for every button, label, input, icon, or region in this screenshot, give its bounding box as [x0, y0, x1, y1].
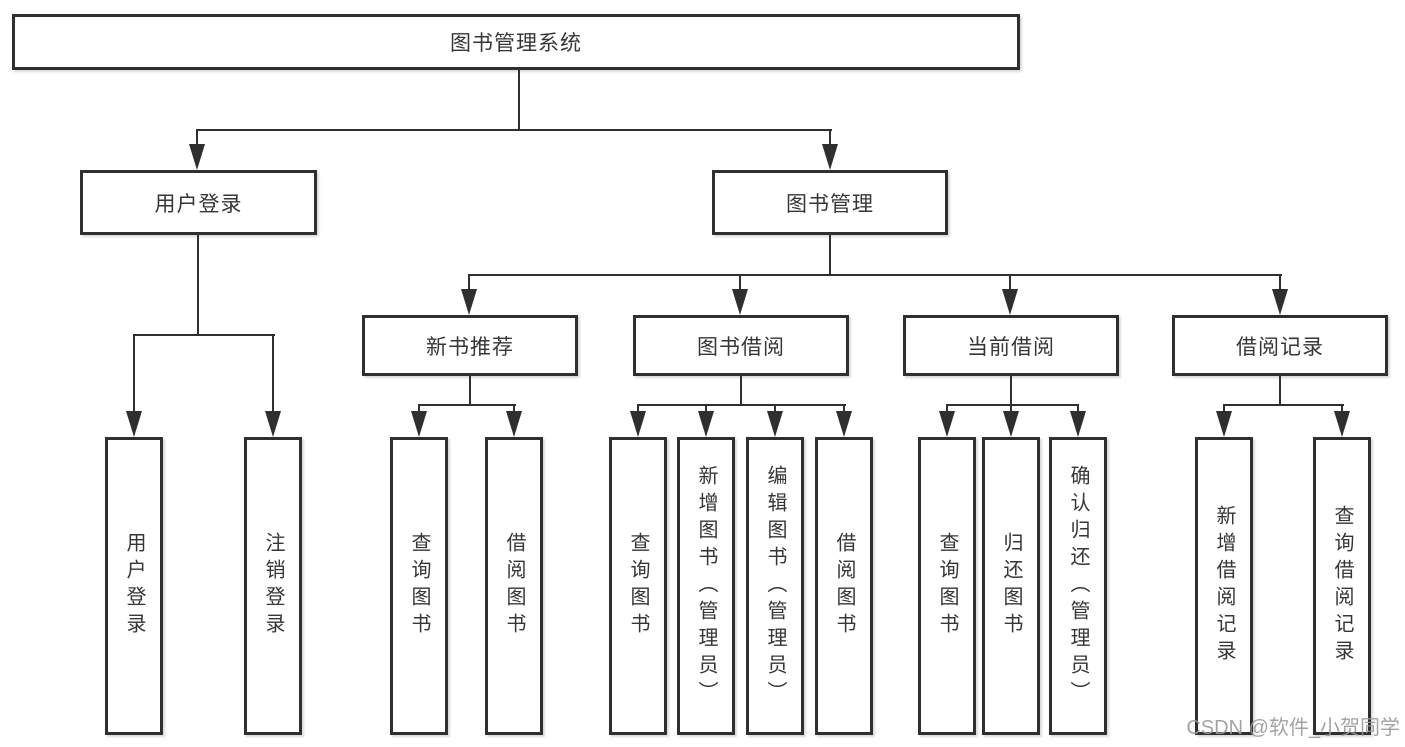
connector-root-right-stem [829, 131, 831, 146]
leaf-query-books-current: 查询图书 [918, 437, 976, 735]
arrow-down-icon [1334, 411, 1350, 437]
node-library-management-system: 图书管理系统 [12, 14, 1020, 70]
connector-bookmgmt-stem4 [1279, 276, 1281, 291]
leaf-query-books-recommend: 查询图书 [390, 437, 448, 735]
connector-borrowing-stem2 [705, 406, 707, 412]
leaf-borrow-books-borrowing-label: 借阅图书 [833, 532, 855, 640]
leaf-return-book-label: 归还图书 [1000, 532, 1022, 640]
leaf-query-books-borrowing: 查询图书 [609, 437, 667, 735]
arrow-down-icon [1216, 411, 1232, 437]
leaf-borrow-books-borrowing: 借阅图书 [815, 437, 873, 735]
arrow-down-icon [732, 289, 748, 315]
connector-recommend-hline [418, 404, 516, 406]
connector-records-vline [1279, 376, 1281, 406]
connector-bookmgmt-stem1 [468, 276, 470, 291]
connector-borrowing-hline [637, 404, 846, 406]
arrow-down-icon [506, 411, 522, 437]
connector-userlogin-stem2 [272, 336, 274, 412]
node-library-management-system-label: 图书管理系统 [450, 31, 582, 55]
node-book-borrowing-label: 图书借阅 [697, 334, 785, 359]
csdn-watermark: CSDN @软件_小贺同学 [1186, 717, 1400, 739]
connector-current-stem2 [1010, 406, 1012, 412]
node-book-management: 图书管理 [712, 170, 948, 235]
connector-userlogin-vline [197, 235, 199, 336]
connector-current-stem1 [946, 406, 948, 412]
leaf-add-book-admin-label: 新增图书（管理员） [695, 464, 717, 708]
connector-bookmgmt-hline [468, 274, 1282, 276]
node-borrowing-records: 借阅记录 [1172, 315, 1388, 376]
connector-recommend-vline [469, 376, 471, 406]
node-book-management-label: 图书管理 [786, 191, 874, 216]
node-new-book-recommend: 新书推荐 [362, 315, 578, 376]
leaf-logout: 注销登录 [244, 437, 302, 735]
connector-root-left-stem [196, 131, 198, 146]
node-user-login: 用户登录 [80, 170, 317, 235]
connector-current-hline [946, 404, 1079, 406]
leaf-query-borrow-record: 查询借阅记录 [1313, 437, 1371, 735]
connector-records-hline [1223, 404, 1344, 406]
connector-borrowing-vline [740, 376, 742, 406]
node-book-borrowing: 图书借阅 [633, 315, 849, 376]
arrow-down-icon [126, 411, 142, 437]
connector-recommend-stem2 [513, 406, 515, 412]
arrow-down-icon [630, 411, 646, 437]
leaf-add-borrow-record-label: 新增借阅记录 [1213, 505, 1235, 667]
arrow-down-icon [767, 411, 783, 437]
leaf-logout-label: 注销登录 [262, 532, 284, 640]
leaf-add-borrow-record: 新增借阅记录 [1195, 437, 1253, 735]
connector-borrowing-stem3 [774, 406, 776, 412]
connector-borrowing-stem1 [637, 406, 639, 412]
node-current-borrowing: 当前借阅 [903, 315, 1119, 376]
leaf-query-books-recommend-label: 查询图书 [408, 532, 430, 640]
connector-bookmgmt-stem3 [1009, 276, 1011, 291]
leaf-return-book: 归还图书 [982, 437, 1040, 735]
arrow-down-icon [189, 144, 205, 170]
leaf-add-book-admin: 新增图书（管理员） [677, 437, 735, 735]
leaf-borrow-books-recommend: 借阅图书 [485, 437, 543, 735]
connector-userlogin-hline [133, 334, 275, 336]
connector-bookmgmt-vline [829, 235, 831, 276]
arrow-down-icon [698, 411, 714, 437]
arrow-down-icon [461, 289, 477, 315]
arrow-down-icon [265, 411, 281, 437]
leaf-edit-book-admin: 编辑图书（管理员） [746, 437, 804, 735]
leaf-user-login-label: 用户登录 [123, 532, 145, 640]
leaf-query-books-borrowing-label: 查询图书 [627, 532, 649, 640]
connector-current-vline [1010, 376, 1012, 406]
arrow-down-icon [939, 411, 955, 437]
connector-current-stem3 [1077, 406, 1079, 412]
arrow-down-icon [411, 411, 427, 437]
connector-root-vline [518, 70, 520, 131]
arrow-down-icon [1003, 411, 1019, 437]
leaf-borrow-books-recommend-label: 借阅图书 [503, 532, 525, 640]
leaf-confirm-return-admin: 确认归还（管理员） [1049, 437, 1107, 735]
connector-records-stem1 [1223, 406, 1225, 412]
node-borrowing-records-label: 借阅记录 [1236, 334, 1324, 359]
node-current-borrowing-label: 当前借阅 [967, 334, 1055, 359]
connector-recommend-stem1 [418, 406, 420, 412]
arrow-down-icon [1002, 289, 1018, 315]
arrow-down-icon [822, 144, 838, 170]
connector-userlogin-stem1 [133, 336, 135, 412]
node-user-login-label: 用户登录 [154, 191, 243, 216]
leaf-user-login: 用户登录 [105, 437, 163, 735]
connector-bookmgmt-stem2 [739, 276, 741, 291]
connector-borrowing-stem4 [843, 406, 845, 412]
node-new-book-recommend-label: 新书推荐 [426, 334, 514, 359]
connector-root-hline [196, 129, 832, 131]
arrow-down-icon [1070, 411, 1086, 437]
arrow-down-icon [1272, 289, 1288, 315]
connector-records-stem2 [1341, 406, 1343, 412]
leaf-query-books-current-label: 查询图书 [936, 532, 958, 640]
leaf-query-borrow-record-label: 查询借阅记录 [1331, 505, 1353, 667]
arrow-down-icon [836, 411, 852, 437]
leaf-edit-book-admin-label: 编辑图书（管理员） [764, 464, 786, 708]
leaf-confirm-return-admin-label: 确认归还（管理员） [1067, 464, 1089, 708]
